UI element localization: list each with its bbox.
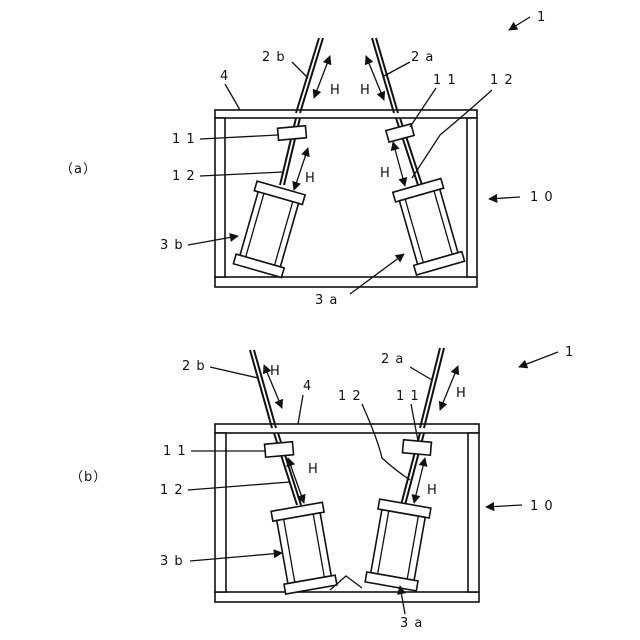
shaft-right-label-b: 1 2 [338, 389, 362, 404]
collar-right-leader-b [411, 404, 418, 441]
cyl-left-label: 3 b [160, 238, 184, 253]
cyl-left-leader-b [190, 553, 282, 561]
collar-left-a [278, 126, 307, 140]
frame-ref-label-b: 1 0 [530, 499, 554, 514]
cyl-right-leader [350, 254, 404, 294]
plate-leader [225, 84, 240, 110]
shaft-right-label: 1 2 [490, 73, 514, 88]
rod-left-label-b: 2 b [182, 359, 206, 374]
h-label-6: H [456, 386, 467, 401]
shaft-left-leader-b [188, 482, 290, 490]
rod-right-label: 2 a [411, 50, 434, 65]
cyl-right-label: 3 a [315, 293, 338, 308]
panel-a: （a） 1 1 0 2 b H 2 [60, 10, 554, 308]
collar-right-label: 1 1 [433, 73, 457, 88]
frame-ref-arrow-b [486, 505, 522, 507]
h-arrow-7 [288, 458, 304, 503]
cyl-left-label-b: 3 b [160, 554, 184, 569]
h-label-7: H [308, 462, 319, 477]
fig-ref-label: 1 [537, 10, 546, 25]
fig-ref-arrow-b [519, 352, 558, 367]
h-label-8: H [427, 483, 438, 498]
h-label-5: H [270, 364, 281, 379]
plate-label-b: 4 [303, 379, 312, 394]
fig-ref-label-b: 1 [565, 345, 574, 360]
panel-b: （b） 1 1 0 2 b H 2 a [70, 345, 574, 631]
rod-left-label: 2 b [262, 50, 286, 65]
panel-b-label: （b） [70, 470, 107, 485]
plate-leader-b [298, 395, 303, 424]
cyl-left-leader [188, 236, 238, 245]
frame-ref-label: 1 0 [530, 190, 554, 205]
shaft-left-leader [200, 172, 283, 176]
h-arrow-4 [393, 142, 405, 186]
shaft-left-label: 1 2 [172, 169, 196, 184]
rod-right-label-b: 2 a [381, 352, 404, 367]
rod-left-leader-b [210, 367, 258, 378]
collar-left-leader [200, 135, 278, 139]
cylinder-right-b [365, 499, 431, 591]
collar-right-b [402, 440, 431, 455]
collar-left-label-b: 1 1 [163, 444, 187, 459]
shaft-left-label-b: 1 2 [160, 483, 184, 498]
collar-right-leader [410, 88, 436, 127]
h-label-3: H [305, 171, 316, 186]
collar-right-label-b: 1 1 [396, 389, 420, 404]
cyl-right-label-b: 3 a [400, 616, 423, 631]
cylinder-right-a [393, 179, 465, 275]
collar-left-label: 1 1 [172, 132, 196, 147]
plate-label: 4 [220, 69, 229, 84]
cylinder-left-a [233, 181, 305, 277]
rod-left-leader [292, 62, 308, 78]
h-label-2: H [360, 83, 371, 98]
h-label-4: H [380, 166, 391, 181]
cylinder-left-b [271, 502, 337, 594]
h-label-1: H [330, 83, 341, 98]
fig-ref-arrow [509, 17, 530, 30]
panel-a-label: （a） [60, 162, 97, 177]
frame-ref-arrow [489, 197, 520, 199]
collar-left-b [265, 442, 294, 457]
rod-right-leader-b [410, 367, 432, 380]
shaft-right-leader [412, 90, 492, 178]
rod-right-leader [384, 62, 410, 76]
